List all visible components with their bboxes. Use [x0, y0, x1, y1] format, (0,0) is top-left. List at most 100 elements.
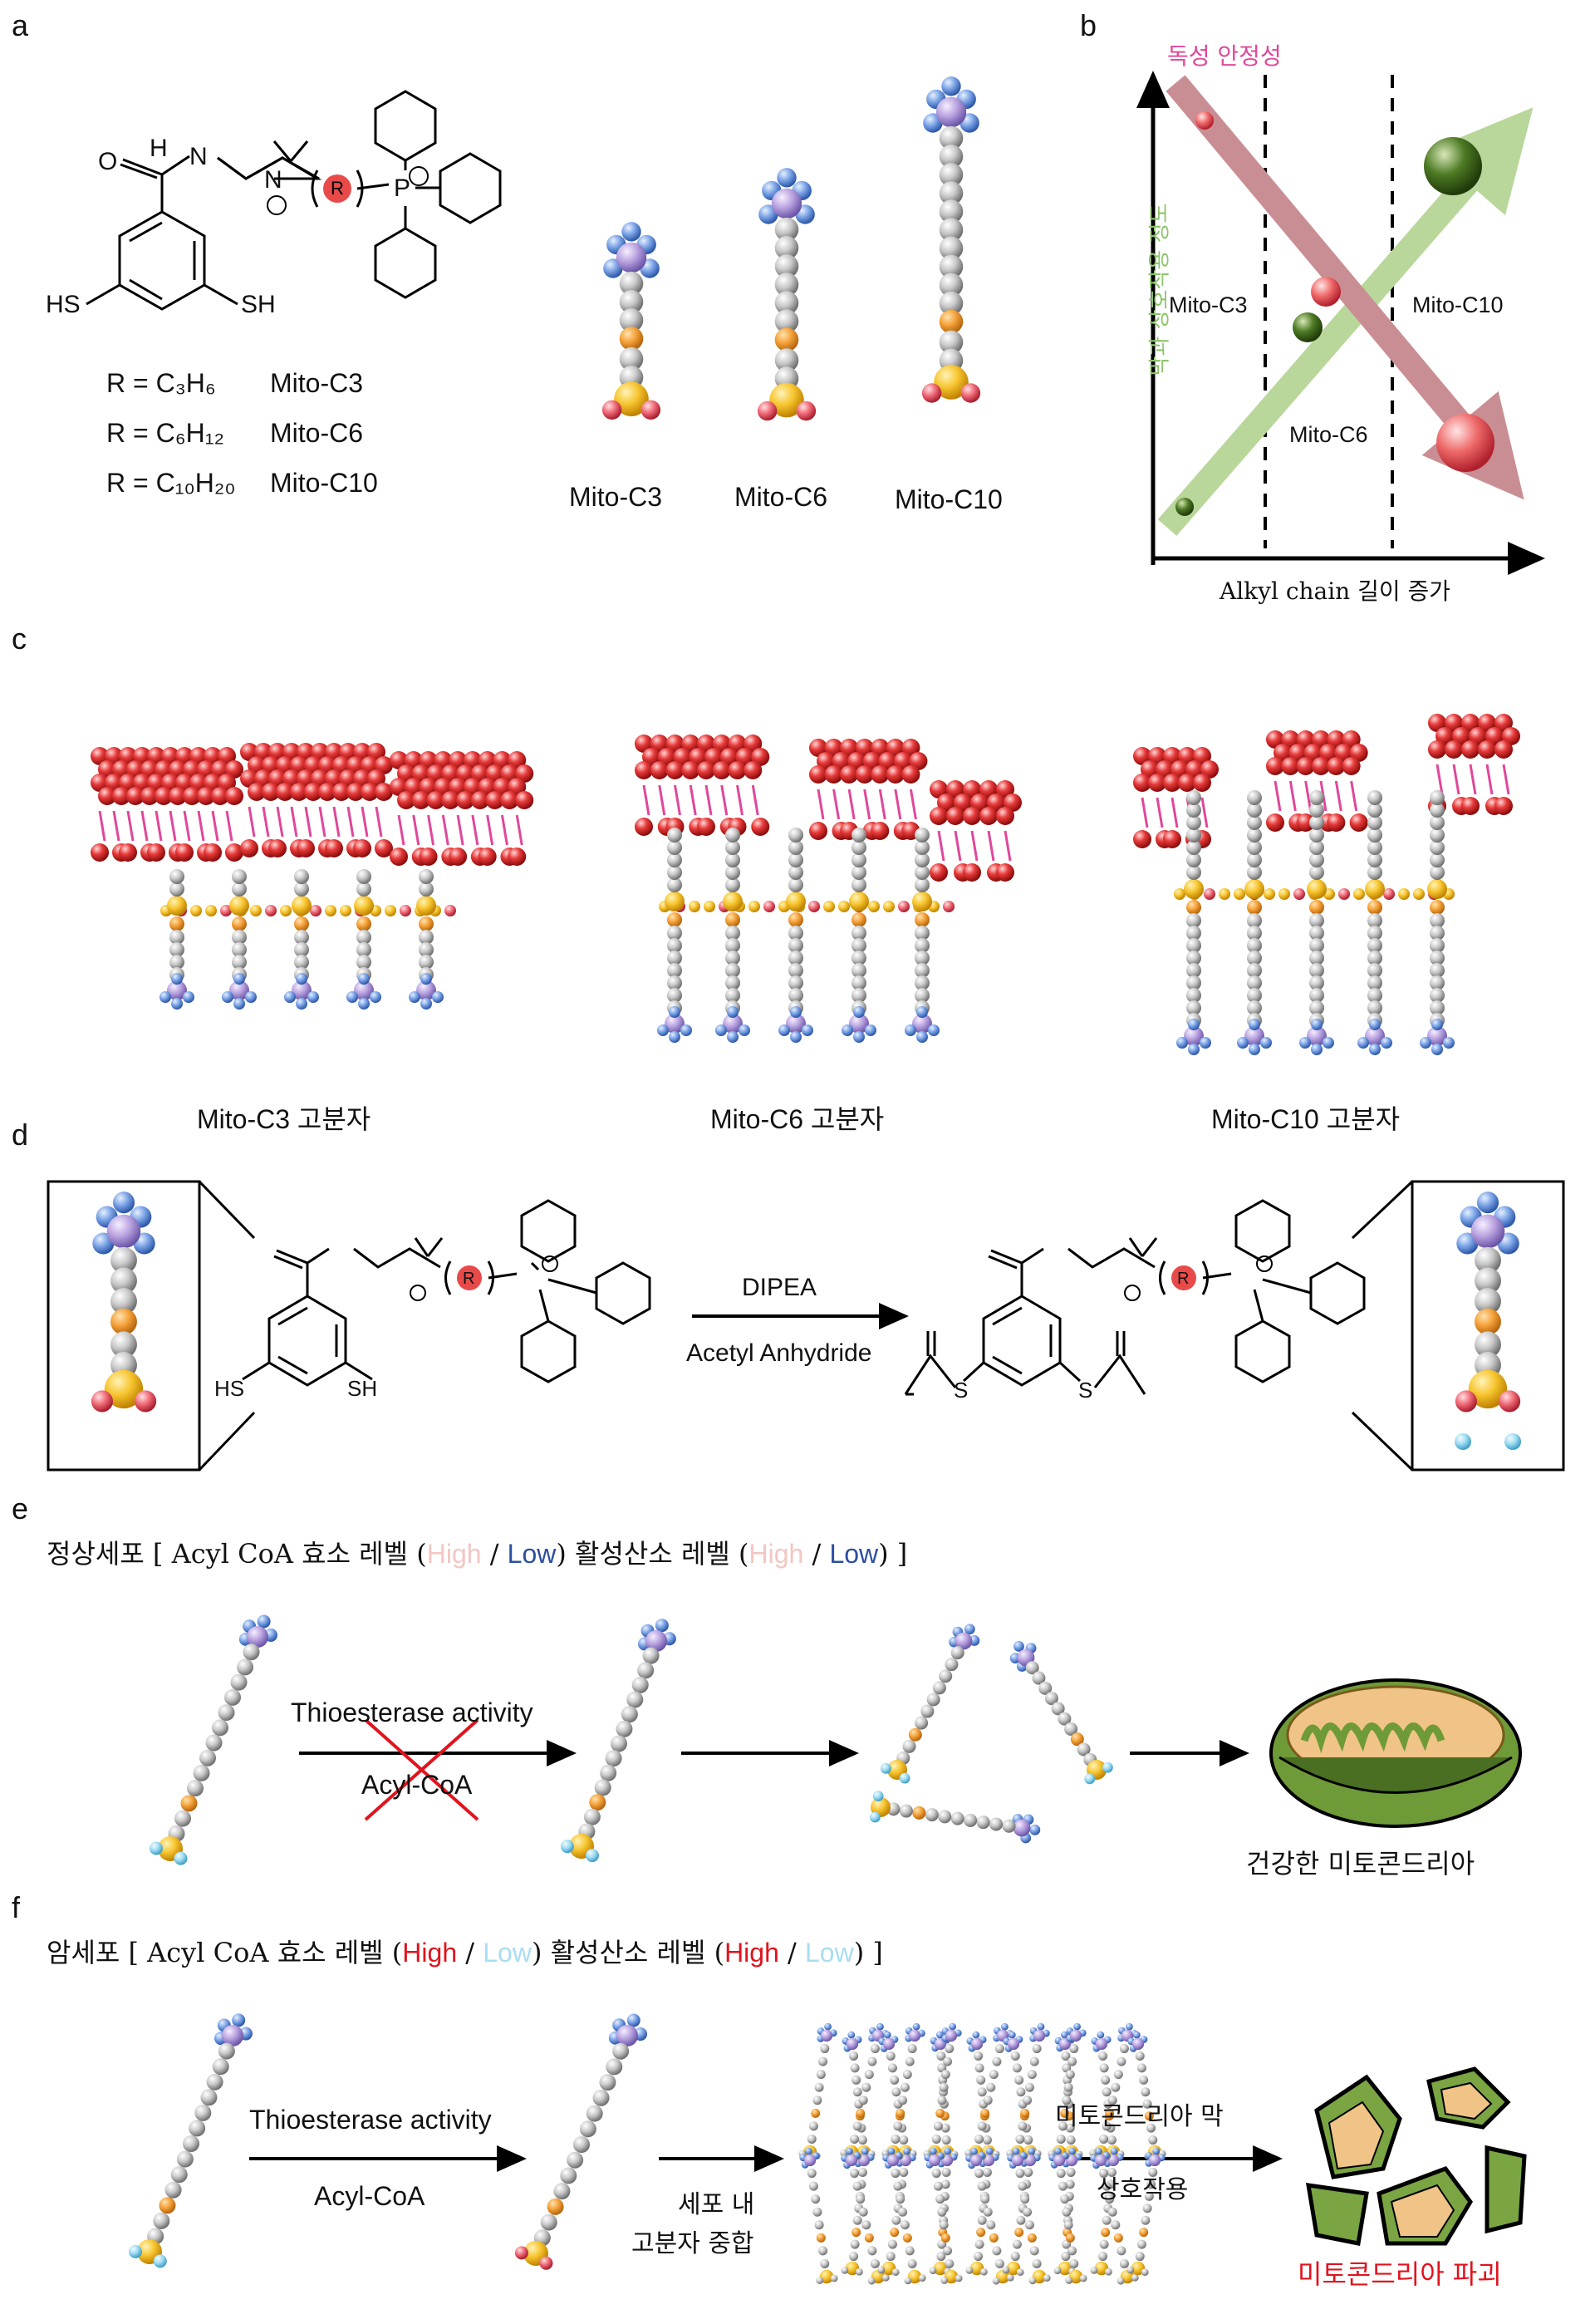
chain-bead [982, 2135, 992, 2145]
acyl-coa-label: Acyl-CoA [361, 1770, 473, 1800]
chain-bead [936, 2252, 946, 2262]
chain-bead [887, 2063, 897, 2073]
lipid-tail [290, 806, 298, 838]
chain-bead [1430, 828, 1445, 843]
chain-bead [902, 2070, 912, 2080]
lipid-tail [1274, 780, 1282, 812]
lipid-head-bead [390, 848, 408, 866]
lipid-head-bead [809, 822, 827, 840]
chain-bead [943, 2246, 953, 2256]
panel-label-d: d [12, 1118, 29, 1152]
chain-bead [169, 930, 184, 945]
chain-bead [936, 2051, 946, 2061]
chain-bead [851, 926, 866, 941]
thiol-bead [979, 2267, 988, 2276]
lipid-head-bead [1349, 813, 1368, 832]
lipid-head-bead [225, 760, 243, 779]
atom-p: P [394, 174, 411, 202]
chain-bead [1060, 2194, 1070, 2204]
lipid-head-bead [147, 843, 165, 862]
chain-bead [1475, 1246, 1501, 1274]
chain-bead [905, 2246, 915, 2256]
amide-bead [774, 327, 799, 352]
lipid-head-bead [276, 783, 294, 801]
lipid-head-bead [325, 839, 343, 857]
chain-bead [976, 1815, 990, 1830]
head-bead [1126, 2022, 1133, 2031]
chain-bead [974, 2239, 984, 2249]
chain-bead [1119, 2044, 1129, 2054]
chain-bead [667, 828, 682, 843]
inhibition-cross [364, 1718, 479, 1821]
chain-bead [849, 2252, 859, 2262]
lipid-head-bead [248, 783, 266, 801]
thiol-bead [841, 2266, 849, 2274]
chain-bead [356, 942, 371, 957]
phosphonium-bead [882, 2037, 896, 2051]
head-bead [1152, 2147, 1161, 2155]
lipid-head-bead [346, 783, 365, 801]
chain-bead [1430, 963, 1445, 978]
lipid-head-bead [832, 752, 851, 770]
chain-bead [1247, 865, 1262, 880]
chain-bead [586, 2105, 603, 2122]
backbone-bead [763, 901, 775, 912]
atom-s: S [1078, 1378, 1093, 1403]
lipid-head-bead [930, 780, 948, 798]
destroyed-mitochondrion [1305, 2066, 1527, 2246]
chain-bead [1061, 2051, 1071, 2061]
phosphonium-bead [1033, 2029, 1046, 2042]
lipid-tail [937, 830, 945, 862]
chain-bead [852, 2181, 862, 2191]
chain-bead [1247, 938, 1262, 953]
chain-bead [1430, 865, 1445, 880]
backbone-bead [1278, 888, 1290, 900]
head-bead [1008, 2031, 1016, 2039]
lipid-head-bead [197, 787, 215, 805]
lipid-head-bead [871, 765, 890, 784]
thiol-bead [960, 383, 981, 403]
thiol-bead [830, 2274, 838, 2282]
chain-bead [811, 2194, 821, 2204]
chain-bead [1029, 2056, 1039, 2066]
level-low: Low [507, 1539, 557, 1569]
lipid-head-bead [954, 794, 972, 812]
chain-bead [788, 951, 803, 965]
backbone-bead [1398, 888, 1410, 900]
amide-bead [890, 2228, 900, 2238]
chain-bead [1247, 790, 1262, 805]
head-bead [346, 991, 358, 1003]
lipid-head-bead [262, 783, 280, 801]
head-bead [887, 2147, 896, 2155]
chain-bead [788, 938, 803, 953]
lipid-head-bead [963, 863, 981, 882]
chain-bead [1475, 1331, 1501, 1359]
head-bead [233, 973, 245, 985]
thiol-bead [1043, 2274, 1051, 2282]
chain-bead [1069, 2258, 1079, 2268]
chain-bead [1430, 815, 1445, 830]
membrane-point-c3 [1175, 498, 1194, 516]
phosphonium-bead [846, 2037, 859, 2051]
lipid-head-bead [1327, 730, 1346, 749]
head-bead [296, 998, 307, 1010]
chain-bead [915, 865, 930, 880]
toxicity-trend-arrow [1166, 75, 1524, 500]
chain-bead [1032, 2258, 1042, 2268]
head-bead [1249, 1044, 1260, 1055]
lipid-head-bead [175, 843, 194, 862]
chain-bead [605, 1750, 622, 1767]
backbone-bead [665, 892, 685, 911]
chain-bead [243, 1644, 260, 1661]
chain-bead [1062, 2207, 1072, 2217]
head-bead [1249, 1019, 1260, 1030]
amide-bead [940, 2233, 950, 2243]
lipid-head-bead [987, 794, 1005, 812]
lipid-head-bead [650, 761, 669, 779]
atom-hs: HS [46, 291, 81, 318]
head-bead [358, 973, 370, 985]
chain-bead [725, 865, 740, 880]
amide-bead [864, 2233, 874, 2243]
lipid-tail [847, 789, 856, 820]
chain-bead [915, 852, 930, 867]
